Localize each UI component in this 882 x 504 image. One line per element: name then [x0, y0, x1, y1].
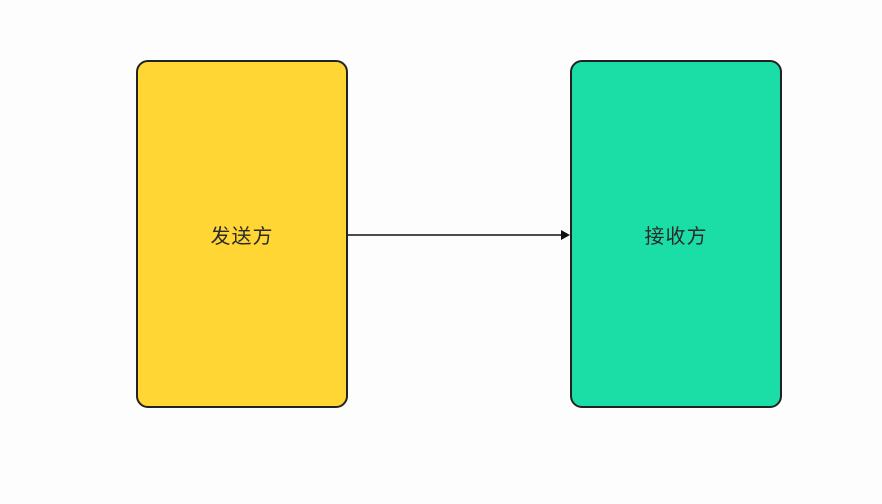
- sender-node[interactable]: 发送方: [136, 60, 348, 408]
- receiver-label: 接收方: [644, 223, 708, 248]
- receiver-node[interactable]: 接收方: [570, 60, 782, 408]
- sender-label: 发送方: [210, 223, 274, 248]
- arrowhead: [561, 230, 570, 240]
